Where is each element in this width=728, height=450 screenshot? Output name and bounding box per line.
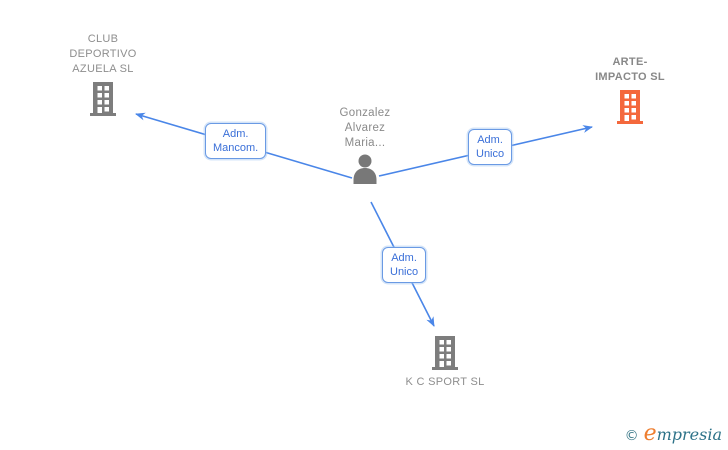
company-name-line: DEPORTIVO bbox=[69, 48, 137, 60]
company-name-line: IMPACTO SL bbox=[595, 71, 665, 83]
edge-label-line: Mancom. bbox=[213, 142, 259, 154]
edge-label-line: Unico bbox=[476, 148, 505, 160]
person-name: Gonzalez Alvarez Maria... bbox=[315, 106, 415, 151]
building-icon bbox=[430, 336, 460, 375]
building-icon bbox=[88, 82, 118, 121]
edge-label-line: Adm. bbox=[477, 134, 503, 146]
company-node-k-c-sport[interactable]: K C SPORT SL bbox=[385, 336, 505, 390]
company-name-line: ARTE- bbox=[612, 56, 648, 68]
company-node-club-deportivo-azuela[interactable]: CLUB DEPORTIVO AZUELA SL bbox=[43, 32, 163, 121]
edge-label-adm-mancom: Adm. Mancom. bbox=[205, 123, 267, 159]
person-name-line: Alvarez bbox=[344, 122, 386, 134]
person-silhouette-icon bbox=[350, 153, 380, 190]
edge-label-adm-unico-arte: Adm. Unico bbox=[468, 129, 513, 165]
company-name: K C SPORT SL bbox=[385, 375, 505, 390]
company-name-line: CLUB bbox=[87, 33, 119, 45]
company-name-line: AZUELA SL bbox=[72, 63, 134, 75]
company-name: ARTE- IMPACTO SL bbox=[570, 55, 690, 85]
edge-label-line: Adm. bbox=[391, 252, 417, 264]
copyright-symbol: © bbox=[624, 428, 639, 444]
empresia-logo[interactable]: © e mpresia bbox=[624, 421, 722, 446]
company-name: CLUB DEPORTIVO AZUELA SL bbox=[43, 32, 163, 77]
building-icon bbox=[615, 90, 645, 129]
brand-name: mpresia bbox=[656, 425, 722, 444]
person-node-gonzalez-alvarez[interactable]: Gonzalez Alvarez Maria... bbox=[315, 106, 415, 190]
edge-label-line: Adm. bbox=[222, 128, 249, 140]
brand-initial: e bbox=[643, 421, 657, 446]
person-name-line: Maria... bbox=[344, 137, 386, 149]
company-node-arte-impacto[interactable]: ARTE- IMPACTO SL bbox=[570, 55, 690, 129]
company-name-line: K C SPORT SL bbox=[405, 376, 485, 388]
edge-label-adm-unico-kcsport: Adm. Unico bbox=[382, 247, 427, 283]
edge-label-line: Unico bbox=[390, 266, 419, 278]
person-name-line: Gonzalez bbox=[339, 107, 391, 119]
